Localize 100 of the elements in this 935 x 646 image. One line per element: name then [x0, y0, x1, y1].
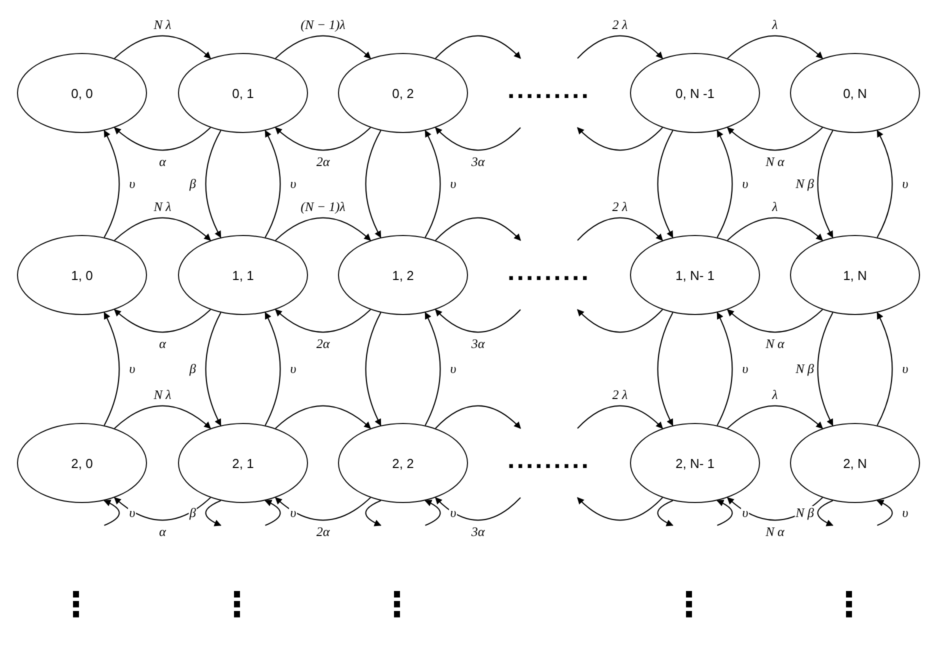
edge-label: 3α — [470, 154, 486, 169]
arrow — [716, 500, 733, 526]
arrow — [104, 130, 120, 238]
state-ellipse: 0, N -1 — [630, 53, 760, 133]
state-ellipse: 1, 0 — [17, 235, 147, 315]
arrow — [577, 405, 663, 429]
arrow — [274, 127, 371, 151]
arrow — [114, 35, 212, 59]
arrow — [577, 309, 663, 333]
arrow — [577, 127, 663, 151]
arrow — [114, 497, 211, 521]
arrow — [657, 130, 674, 238]
edge-label: υ — [449, 506, 458, 520]
arrow — [274, 309, 371, 333]
ellipsis-dots: ⋮ — [380, 585, 414, 625]
edge-label: β — [188, 362, 197, 376]
arrow — [435, 35, 521, 59]
arrow — [435, 497, 521, 521]
arrow — [577, 217, 663, 241]
edge-label: 2α — [315, 524, 331, 539]
arrow — [114, 217, 212, 241]
arrow — [727, 405, 824, 429]
arrow — [275, 217, 372, 241]
arrow — [205, 312, 222, 426]
ellipsis-dots: ......... — [508, 261, 590, 281]
arrow — [817, 500, 834, 526]
state-ellipse: 0, N — [790, 53, 920, 133]
arrow — [205, 500, 222, 526]
edge-label: N β — [794, 362, 815, 376]
state-ellipse: 0, 2 — [338, 53, 468, 133]
state-ellipse: 2, 0 — [17, 423, 147, 503]
arrow — [435, 127, 521, 151]
arrow — [435, 217, 521, 241]
arrow — [264, 312, 281, 426]
arrow — [104, 312, 120, 426]
edge-label: N α — [764, 336, 786, 351]
edge-label: N β — [794, 177, 815, 191]
ellipsis-dots: ⋮ — [59, 585, 93, 625]
arrow — [275, 35, 372, 59]
edge-label: 2α — [315, 154, 331, 169]
state-ellipse: 1, 2 — [338, 235, 468, 315]
edge-label: υ — [128, 506, 136, 520]
arrow — [435, 309, 521, 333]
edge-label: N α — [764, 154, 786, 169]
state-ellipse: 2, N- 1 — [630, 423, 760, 503]
arrow — [876, 130, 893, 238]
arrow — [726, 309, 823, 333]
state-ellipse: 0, 0 — [17, 53, 147, 133]
arrow — [365, 312, 382, 426]
arrow — [424, 130, 441, 238]
state-ellipse: 0, 1 — [178, 53, 308, 133]
arrow — [726, 127, 823, 151]
ellipsis-dots: ⋮ — [220, 585, 254, 625]
arrow — [727, 35, 824, 59]
arrow — [114, 127, 211, 151]
arrow — [114, 309, 211, 333]
state-ellipse: 1, 1 — [178, 235, 308, 315]
arrow — [424, 500, 441, 526]
ellipsis-dots: ......... — [508, 449, 590, 469]
arrow — [817, 312, 834, 426]
edge-label: 2α — [315, 336, 331, 351]
arrow — [264, 130, 281, 238]
state-ellipse: 1, N- 1 — [630, 235, 760, 315]
edge-label: υ — [289, 506, 298, 520]
edge-label: (N − 1)λ — [300, 18, 346, 32]
edge-label: 3α — [470, 524, 486, 539]
arrow — [817, 130, 834, 238]
arrow — [876, 500, 893, 526]
ellipsis-dots: ......... — [508, 79, 590, 99]
arrow — [365, 500, 382, 526]
state-ellipse: 2, 2 — [338, 423, 468, 503]
arrow — [264, 500, 281, 526]
arrow — [716, 312, 733, 426]
edge-label: β — [188, 506, 197, 520]
arrow — [104, 500, 120, 526]
state-ellipse: 2, 1 — [178, 423, 308, 503]
arrow — [716, 130, 733, 238]
arrow — [274, 497, 371, 521]
arrow — [275, 405, 372, 429]
arrow — [205, 130, 222, 238]
ellipsis-dots: ⋮ — [672, 585, 706, 625]
state-ellipse: 2, N — [790, 423, 920, 503]
edge-label: N β — [794, 506, 815, 520]
arrow — [726, 497, 823, 521]
arrow — [657, 312, 674, 426]
state-ellipse: 1, N — [790, 235, 920, 315]
edge-label: β — [188, 177, 197, 191]
arrow — [424, 312, 441, 426]
arrow — [114, 405, 212, 429]
arrow — [577, 497, 663, 521]
ellipsis-dots: ⋮ — [832, 585, 866, 625]
arrow — [657, 500, 674, 526]
arrow — [365, 130, 382, 238]
arrow — [876, 312, 893, 426]
arrow — [435, 405, 521, 429]
edge-label: 3α — [470, 336, 486, 351]
arrow — [577, 35, 663, 59]
edge-label: (N − 1)λ — [300, 200, 346, 214]
arrow — [727, 217, 824, 241]
edge-label: N α — [764, 524, 786, 539]
